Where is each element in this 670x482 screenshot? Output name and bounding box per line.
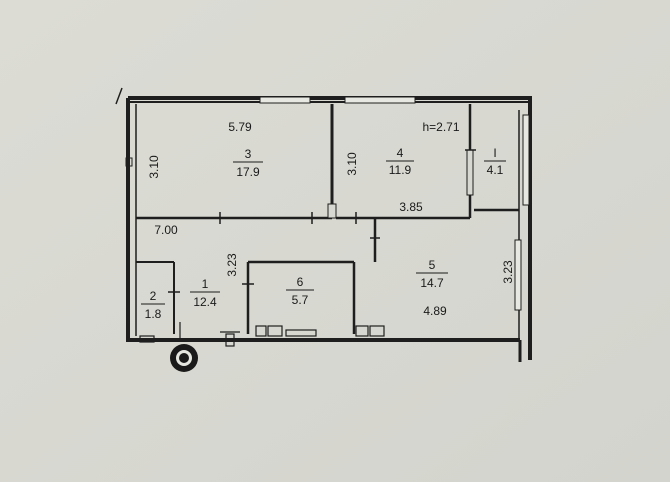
dimension-corridor-width: 7.00 xyxy=(154,223,178,237)
entry-fixtures xyxy=(139,322,385,347)
room-6-number: 6 xyxy=(297,275,304,289)
room-5-label: 5 14.7 xyxy=(416,258,448,290)
dimension-room5-width: 4.89 xyxy=(423,304,447,318)
room-3-number: 3 xyxy=(245,147,252,161)
room-6-area: 5.7 xyxy=(292,293,309,307)
room-I-area: 4.1 xyxy=(487,163,504,177)
dimension-top-width: 5.79 xyxy=(228,120,252,134)
room-3-label: 3 17.9 xyxy=(233,147,263,179)
dimension-room4-width: 3.85 xyxy=(399,200,423,214)
door-marks xyxy=(168,149,476,293)
room-I-number: I xyxy=(493,146,496,160)
room-2-number: 2 xyxy=(150,289,157,303)
room-I-label: I 4.1 xyxy=(484,146,506,177)
dimension-room1-height: 3.23 xyxy=(225,253,239,277)
location-marker-icon xyxy=(170,344,198,372)
room-6-label: 6 5.7 xyxy=(286,275,314,307)
room-5-number: 5 xyxy=(429,258,436,272)
dimension-room4-height: 3.10 xyxy=(345,152,359,176)
dimension-room5-height: 3.23 xyxy=(501,260,515,284)
room-3-area: 17.9 xyxy=(236,165,260,179)
room-5-area: 14.7 xyxy=(420,276,444,290)
room-1-area: 12.4 xyxy=(193,295,217,309)
room-4-label: 4 11.9 xyxy=(386,146,414,177)
interior-walls xyxy=(136,104,519,334)
room-4-area: 11.9 xyxy=(389,163,412,177)
room-2-label: 2 1.8 xyxy=(141,289,165,321)
windows xyxy=(259,96,530,311)
room-4-number: 4 xyxy=(397,146,404,160)
ceiling-height: h=2.71 xyxy=(422,120,459,134)
room-2-area: 1.8 xyxy=(145,307,162,321)
dimension-room3-height: 3.10 xyxy=(147,155,161,179)
room-1-label: 1 12.4 xyxy=(190,277,220,309)
room-1-number: 1 xyxy=(202,277,209,291)
